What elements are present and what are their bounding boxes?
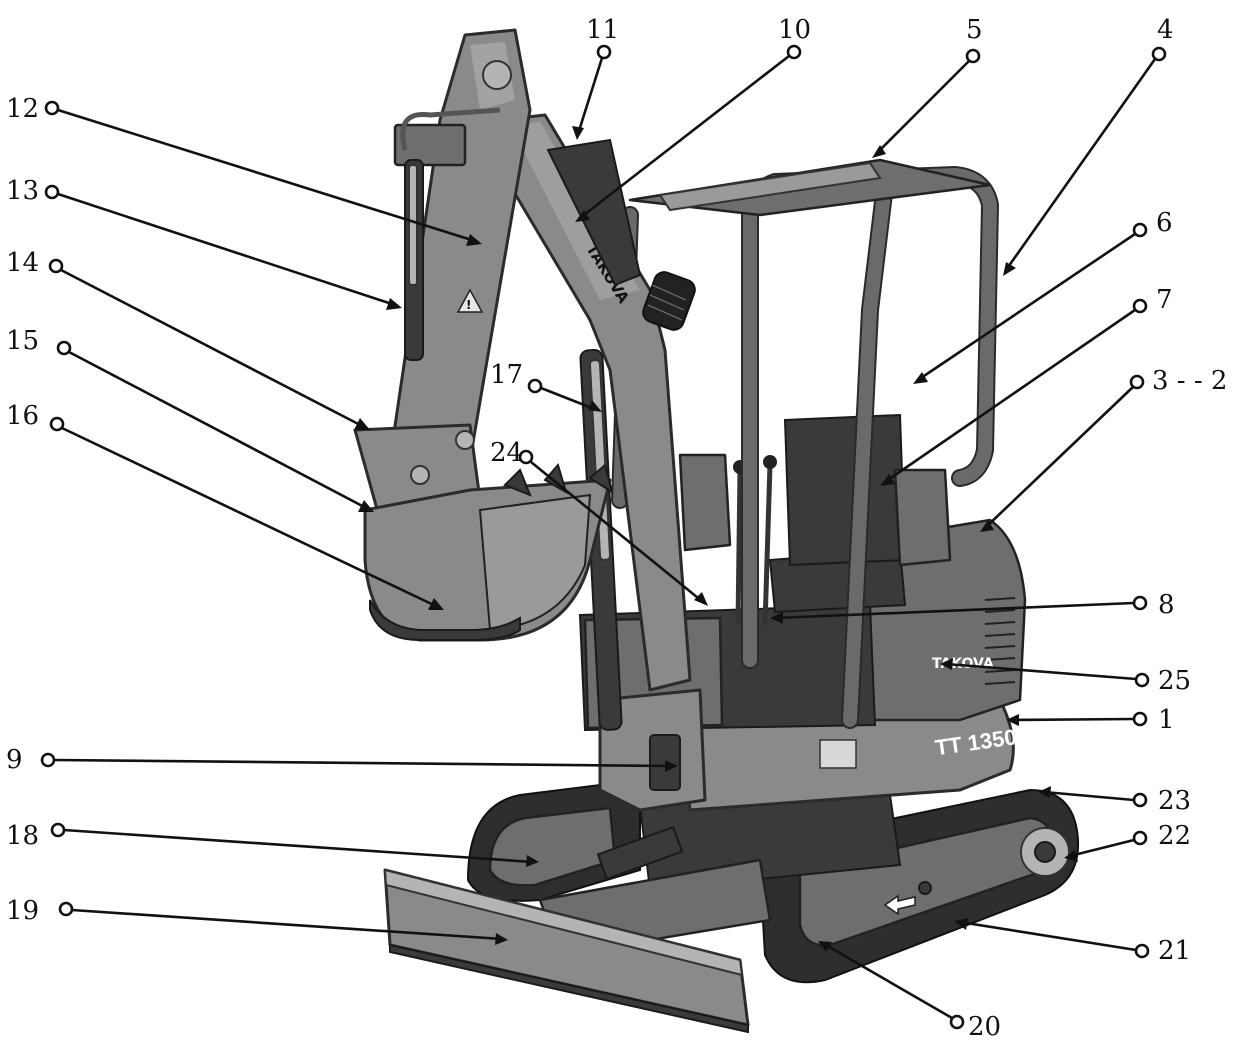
swing-bracket xyxy=(598,688,707,812)
callouts: 12 13 14 15 16 xyxy=(6,15,1227,1042)
callout-15: 15 xyxy=(6,326,374,512)
svg-text:7: 7 xyxy=(1156,285,1173,315)
bucket-teeth xyxy=(503,462,614,497)
excavator-illustration: TAKOVA TT 1350 xyxy=(353,28,1080,1034)
callout-21: 21 xyxy=(954,918,1191,966)
svg-text:4: 4 xyxy=(1157,15,1174,45)
travel-lever-left xyxy=(735,469,743,626)
svg-text:17: 17 xyxy=(490,360,523,390)
svg-text:!: ! xyxy=(466,298,471,312)
dozer-blade xyxy=(383,868,750,1034)
svg-text:22: 22 xyxy=(1158,821,1191,851)
dipper-arm: ! xyxy=(388,28,532,472)
hitch-bracket xyxy=(393,123,467,167)
right-armrest xyxy=(893,468,952,567)
callout-19: 19 xyxy=(6,896,508,945)
callout-12: 12 xyxy=(6,94,482,246)
callout-23: 23 xyxy=(1038,786,1191,816)
brand-logo-decal: TAKOVA xyxy=(932,656,994,672)
engine-hood xyxy=(868,518,1027,722)
svg-text:14: 14 xyxy=(6,248,39,278)
svg-text:19: 19 xyxy=(6,896,39,926)
callout-5: 5 xyxy=(872,15,983,158)
boom: TAKOVA xyxy=(493,113,696,731)
blade-cylinder xyxy=(596,825,684,881)
svg-text:13: 13 xyxy=(6,176,39,206)
callout-16: 16 xyxy=(6,401,444,610)
callout-9: 9 xyxy=(6,745,678,775)
travel-lever-right xyxy=(762,464,773,626)
seat-backrest xyxy=(783,413,907,567)
svg-text:1: 1 xyxy=(1158,705,1175,735)
callout-14: 14 xyxy=(6,248,370,430)
travel-direction-arrow-icon xyxy=(883,894,916,916)
callout-17: 17 xyxy=(490,360,602,412)
warning-decal-icon xyxy=(456,288,484,313)
svg-text:9: 9 xyxy=(6,745,23,775)
callout-24: 24 xyxy=(490,438,708,606)
svg-text:24: 24 xyxy=(490,438,523,468)
callout-22: 22 xyxy=(1064,821,1191,862)
bucket-assembly xyxy=(353,423,614,642)
callout-8: 8 xyxy=(770,590,1175,624)
callout-13: 13 xyxy=(6,176,402,310)
callout-18: 18 xyxy=(6,821,539,867)
left-crawler-track xyxy=(466,783,641,902)
callout-20: 20 xyxy=(818,941,1001,1042)
svg-text:8: 8 xyxy=(1158,590,1175,620)
left-armrest xyxy=(678,453,732,552)
svg-text:6: 6 xyxy=(1156,208,1173,238)
svg-text:23: 23 xyxy=(1158,786,1191,816)
callout-1: 1 xyxy=(1006,705,1175,735)
callout-10: 10 xyxy=(575,15,811,222)
arm-cylinder xyxy=(546,138,642,287)
svg-text:18: 18 xyxy=(6,821,39,851)
svg-text:25: 25 xyxy=(1158,666,1191,696)
svg-text:16: 16 xyxy=(6,401,39,431)
svg-text:20: 20 xyxy=(968,1012,1001,1042)
callout-11: 11 xyxy=(572,15,619,140)
svg-text:5: 5 xyxy=(966,15,983,45)
callout-4: 4 xyxy=(1003,15,1174,276)
svg-text:21: 21 xyxy=(1158,936,1191,966)
svg-text:15: 15 xyxy=(6,326,39,356)
ce-plate xyxy=(819,739,857,769)
callout-3-2: 3 - - 2 xyxy=(980,366,1227,532)
callout-25: 25 xyxy=(940,658,1191,696)
callout-7: 7 xyxy=(880,285,1173,486)
svg-text:10: 10 xyxy=(778,15,811,45)
svg-text:3 - - 2: 3 - - 2 xyxy=(1152,366,1227,396)
callout-6: 6 xyxy=(913,208,1173,384)
svg-text:12: 12 xyxy=(6,94,39,124)
svg-text:11: 11 xyxy=(586,15,619,45)
